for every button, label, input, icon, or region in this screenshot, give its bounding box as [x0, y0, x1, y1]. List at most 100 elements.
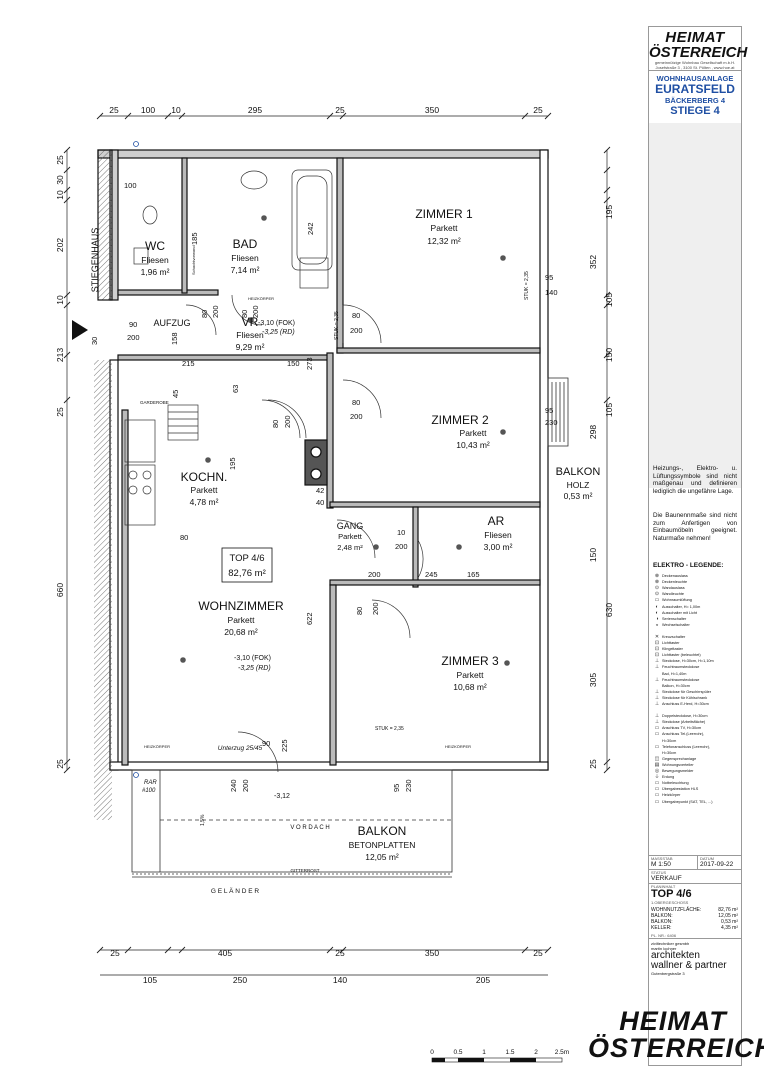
svg-text:200: 200	[368, 570, 381, 579]
room-area: 9,29 m²	[236, 342, 265, 352]
legend-text: Notbeleuchtung	[662, 781, 689, 786]
project-stiege: STIEGE 4	[670, 105, 720, 117]
dim-tick	[96, 946, 104, 954]
legend-item: ▭Übergabepunkt (SAT, TEL, ...)	[652, 798, 740, 805]
dim-left: 10	[55, 190, 65, 200]
svg-text:1.5: 1.5	[505, 1049, 514, 1056]
svg-text:95: 95	[545, 406, 553, 415]
room-floor: Parkett	[191, 485, 219, 495]
svg-text:2.5m: 2.5m	[555, 1049, 569, 1056]
dim-tick	[521, 946, 529, 954]
level-balkon: -3,12	[274, 793, 290, 800]
legend-text: Steckdose, H=30cm, H=1,10m	[662, 659, 714, 664]
legend-text: Deckenleuchte	[662, 580, 688, 585]
vordach-label: V O R D A C H	[290, 825, 329, 831]
legend-item: ◒Wechselschalter	[652, 622, 740, 628]
legend-text: Doppelsteckdose, H=30cm	[662, 714, 708, 719]
dim-tick	[63, 166, 71, 174]
legend-text: Wohnraumlüftung	[662, 598, 692, 603]
balkon-holz-label: BALKON	[556, 466, 601, 478]
legend-item: ▭Anschluss TV, H=30cm	[652, 725, 740, 731]
legend-item: ▭Wohnraumlüftung	[652, 597, 740, 603]
legend-item: ◫Gegensprechanlage	[652, 756, 740, 762]
dim-top: 25	[109, 105, 119, 115]
rar-label: RAR	[144, 780, 157, 786]
area-key: BALKON:	[651, 919, 673, 925]
dim-right: 352	[588, 255, 598, 269]
legend-text: Wechselschalter	[662, 622, 690, 627]
svg-text:90: 90	[129, 320, 137, 329]
dim-left: 660	[55, 583, 65, 597]
svg-text:0.5: 0.5	[453, 1049, 462, 1056]
project-info: WOHNHAUSANLAGE EURATSFELD BÄCKERBERG 4 S…	[649, 71, 741, 118]
dim-top: 100	[141, 105, 155, 115]
dim-bottom: 250	[233, 975, 247, 985]
room-floor: Fliesen	[141, 255, 169, 265]
svg-text:2: 2	[534, 1049, 538, 1056]
dim-tick	[164, 112, 172, 120]
area-row: WOHNNUTZFLÄCHE:82,76 m²	[651, 907, 738, 913]
legend-text: Anschluss TV, H=30cm	[662, 726, 702, 731]
legend-item: ⊥Steckdose für Geschirrspüler	[652, 689, 740, 695]
balkon-beton-area: 12,05 m²	[365, 852, 399, 862]
note-symbols: Heizungs-, Elektro- u. Lüftungssymbole s…	[653, 465, 737, 495]
dim-tick	[603, 291, 611, 299]
doors	[185, 294, 424, 773]
logo-bottom-2: ÖSTERREICH	[588, 1033, 764, 1063]
dim-tick	[603, 301, 611, 309]
legend-item: ⊗Deckenleuchte	[652, 579, 740, 585]
svg-text:63: 63	[231, 385, 240, 393]
area-key: BALKON:	[651, 913, 673, 919]
legend-text: Balkon, H=30cm	[662, 683, 690, 688]
balkon-beton-floor: BETONPLATTEN	[349, 840, 416, 850]
svg-text:200: 200	[241, 779, 250, 792]
room-name: GANG	[337, 521, 364, 531]
svg-text:245: 245	[425, 570, 438, 579]
legend-text: Lichttaster	[662, 641, 680, 646]
svg-text:100: 100	[124, 181, 137, 190]
electro-legend: ⊗Deckenauslass⊗Deckenleuchte⊙Wandauslass…	[652, 573, 740, 805]
room-area: 4,78 m²	[190, 497, 219, 507]
legend-symbol-icon: ⊥	[654, 688, 660, 695]
svg-text:0: 0	[430, 1049, 434, 1056]
dim-tick	[603, 196, 611, 204]
dim-left: 30	[55, 175, 65, 185]
legend-item: ▭Heizkörper	[652, 792, 740, 798]
dim-left: 25	[55, 759, 65, 769]
svg-text:230: 230	[404, 779, 413, 792]
dim-bottom: 140	[333, 975, 347, 985]
gelaender-label: G E L Ä N D E R	[211, 887, 259, 895]
area-key: KELLER:	[651, 925, 672, 931]
room-floor: Parkett	[338, 532, 363, 541]
legend-item: H=30cm	[652, 750, 740, 756]
legend-symbol-icon: ▭	[654, 792, 660, 799]
svg-text:215: 215	[182, 359, 195, 368]
legend-symbol-icon: ▭	[654, 597, 660, 604]
architect-sub: ziviltechniker gesmbh	[651, 941, 690, 946]
legend-symbol-icon: ▤	[654, 761, 660, 768]
unterzug-label: Unterzug 25/45	[218, 745, 263, 752]
corner-marker-icon	[133, 772, 139, 778]
legend-text: H=30cm	[662, 738, 677, 743]
legend-symbol-icon: ◐	[655, 603, 659, 610]
room-floor: Parkett	[431, 223, 459, 233]
legend-symbol-icon: ✕	[654, 633, 660, 640]
dim-tick	[326, 112, 334, 120]
svg-text:90: 90	[262, 739, 270, 748]
area-value: 82,76 m²	[718, 907, 738, 913]
top-box	[221, 547, 273, 583]
legend-item: ⊗Deckenauslass	[652, 573, 740, 579]
level-wz: -3,10 (FOK)	[234, 655, 271, 662]
legend-text: Kreuzschalter	[662, 634, 686, 639]
svg-text:200: 200	[283, 415, 292, 428]
svg-text:40: 40	[316, 498, 324, 507]
status-label: STATUS	[651, 870, 667, 875]
area-row: KELLER:4,35 m²	[651, 925, 738, 931]
svg-text:158: 158	[170, 332, 179, 345]
planinhalt-label: PLANINHALT	[651, 884, 676, 889]
legend-text: Telefonanschluss (Leerrohr),	[662, 744, 711, 749]
project-name: EURATSFELD	[655, 82, 735, 96]
dim-right: 105	[604, 293, 614, 307]
legend-text: Steckdose für Kühlschrank	[662, 695, 708, 700]
heizkoerper-label: HEIZKÖRPER	[445, 744, 471, 749]
